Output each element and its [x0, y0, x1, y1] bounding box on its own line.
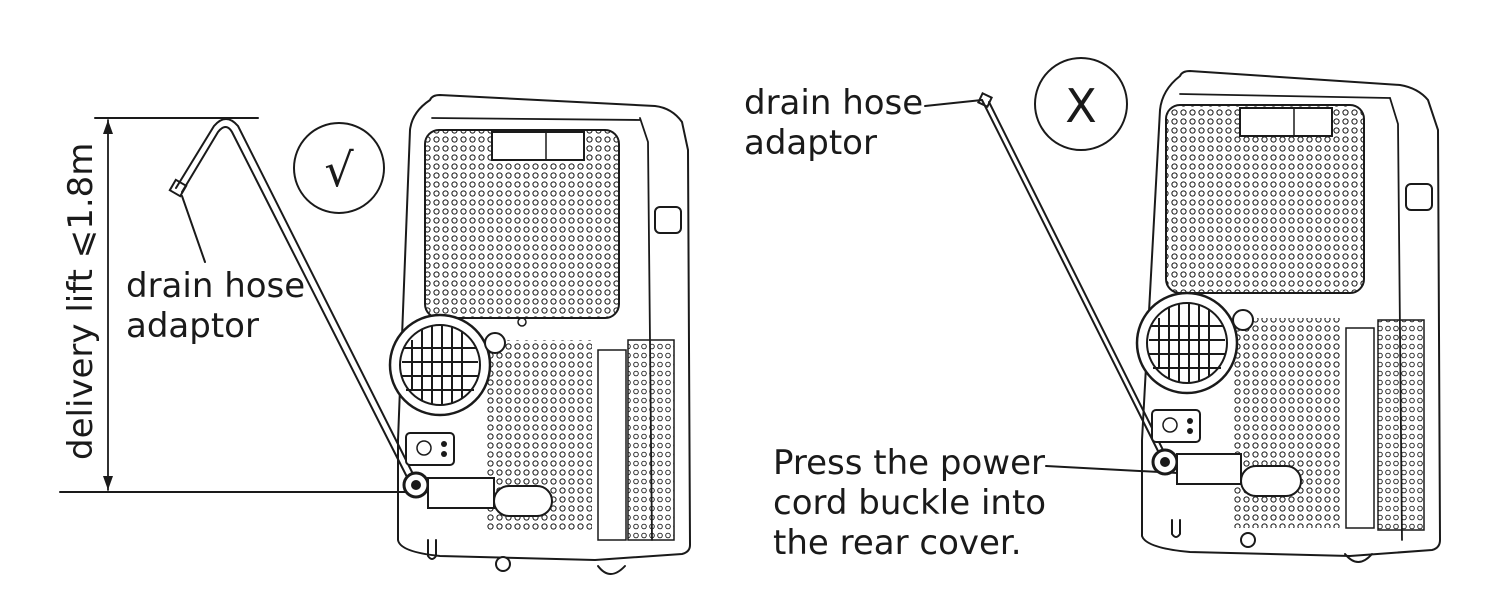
- x-mark-icon: X: [1065, 79, 1097, 133]
- air-conditioner-unit-2: [1135, 70, 1441, 563]
- drain-hose-2: [981, 99, 1161, 456]
- note-line-1: Press the power: [773, 443, 1045, 483]
- side-panel-2: [1345, 327, 1375, 529]
- check-mark-icon: √: [324, 143, 354, 197]
- small-screw: [517, 317, 527, 327]
- side-vent: [627, 339, 675, 541]
- correct-panel: delivery lift ⩽1.8m drain hose adaptor √: [59, 94, 691, 575]
- drain-hose-label-2: drain hose: [744, 83, 923, 123]
- drain-outlet-core-2: [1160, 457, 1170, 467]
- side-handle-2: [1405, 183, 1433, 211]
- drain-hose: [175, 118, 415, 477]
- unit-top-edge: [431, 117, 641, 121]
- control-button-icon: [416, 440, 432, 456]
- arrow-head-up: [103, 120, 113, 134]
- handle-slot: [491, 131, 585, 161]
- cord-recess: [427, 477, 495, 509]
- screw-knob: [484, 332, 506, 354]
- side-handle: [654, 206, 682, 234]
- control-dot-icon-2: [1187, 418, 1193, 424]
- bottom-drain-plug: [495, 556, 511, 572]
- adaptor-leader-line-2: [924, 99, 983, 107]
- drain-hose-label: drain hose: [126, 266, 305, 306]
- control-button-icon-2: [1162, 417, 1178, 433]
- round-grille-inner-2: [1146, 302, 1228, 384]
- adaptor-label-2: adaptor: [744, 123, 877, 163]
- unit-top-edge-2: [1179, 93, 1391, 99]
- hose-end-cap: [168, 178, 188, 198]
- note-line-2: cord buckle into: [773, 483, 1046, 523]
- cord-buckle: [493, 485, 553, 517]
- handle-slot-2: [1239, 107, 1333, 137]
- drain-hose-inner: [181, 126, 409, 480]
- bottom-drain-plug-2: [1240, 532, 1256, 548]
- drain-outlet-core: [411, 480, 421, 490]
- drain-hose-2-inner: [988, 101, 1167, 457]
- adaptor-label: adaptor: [126, 306, 259, 346]
- arrow-head-down: [103, 476, 113, 490]
- cord-buckle-2: [1240, 465, 1302, 497]
- side-vent-2: [1377, 319, 1425, 531]
- control-dot-icon: [441, 451, 447, 457]
- incorrect-circle: [1034, 57, 1128, 151]
- rear-wheel: [597, 565, 626, 575]
- correct-circle: [293, 122, 385, 214]
- unit-body: [397, 94, 691, 561]
- rear-wheel-2: [1344, 553, 1373, 563]
- upper-grille-2: [1165, 104, 1365, 294]
- control-panel-2: [1151, 409, 1201, 443]
- incorrect-panel: drain hose adaptor X Press the power cor…: [744, 57, 1441, 563]
- air-conditioner-unit: [388, 94, 691, 575]
- front-foot-2: [1171, 519, 1181, 538]
- delivery-lift-label: delivery lift ⩽1.8m: [61, 143, 101, 460]
- adaptor-leader-line: [181, 195, 206, 263]
- cord-recess-2: [1176, 453, 1242, 485]
- side-panel: [597, 349, 627, 541]
- control-panel: [405, 432, 455, 466]
- round-grille-bars: [402, 325, 478, 405]
- round-grille-bars-2: [1149, 303, 1225, 383]
- control-dot-icon: [441, 441, 447, 447]
- note-line-3: the rear cover.: [773, 523, 1022, 563]
- control-dot-icon-2: [1187, 428, 1193, 434]
- round-grille-inner: [399, 324, 481, 406]
- screw-knob-2: [1232, 309, 1254, 331]
- unit-body-2: [1141, 70, 1441, 557]
- hose-end-cap-2: [977, 92, 993, 108]
- front-foot: [427, 539, 437, 560]
